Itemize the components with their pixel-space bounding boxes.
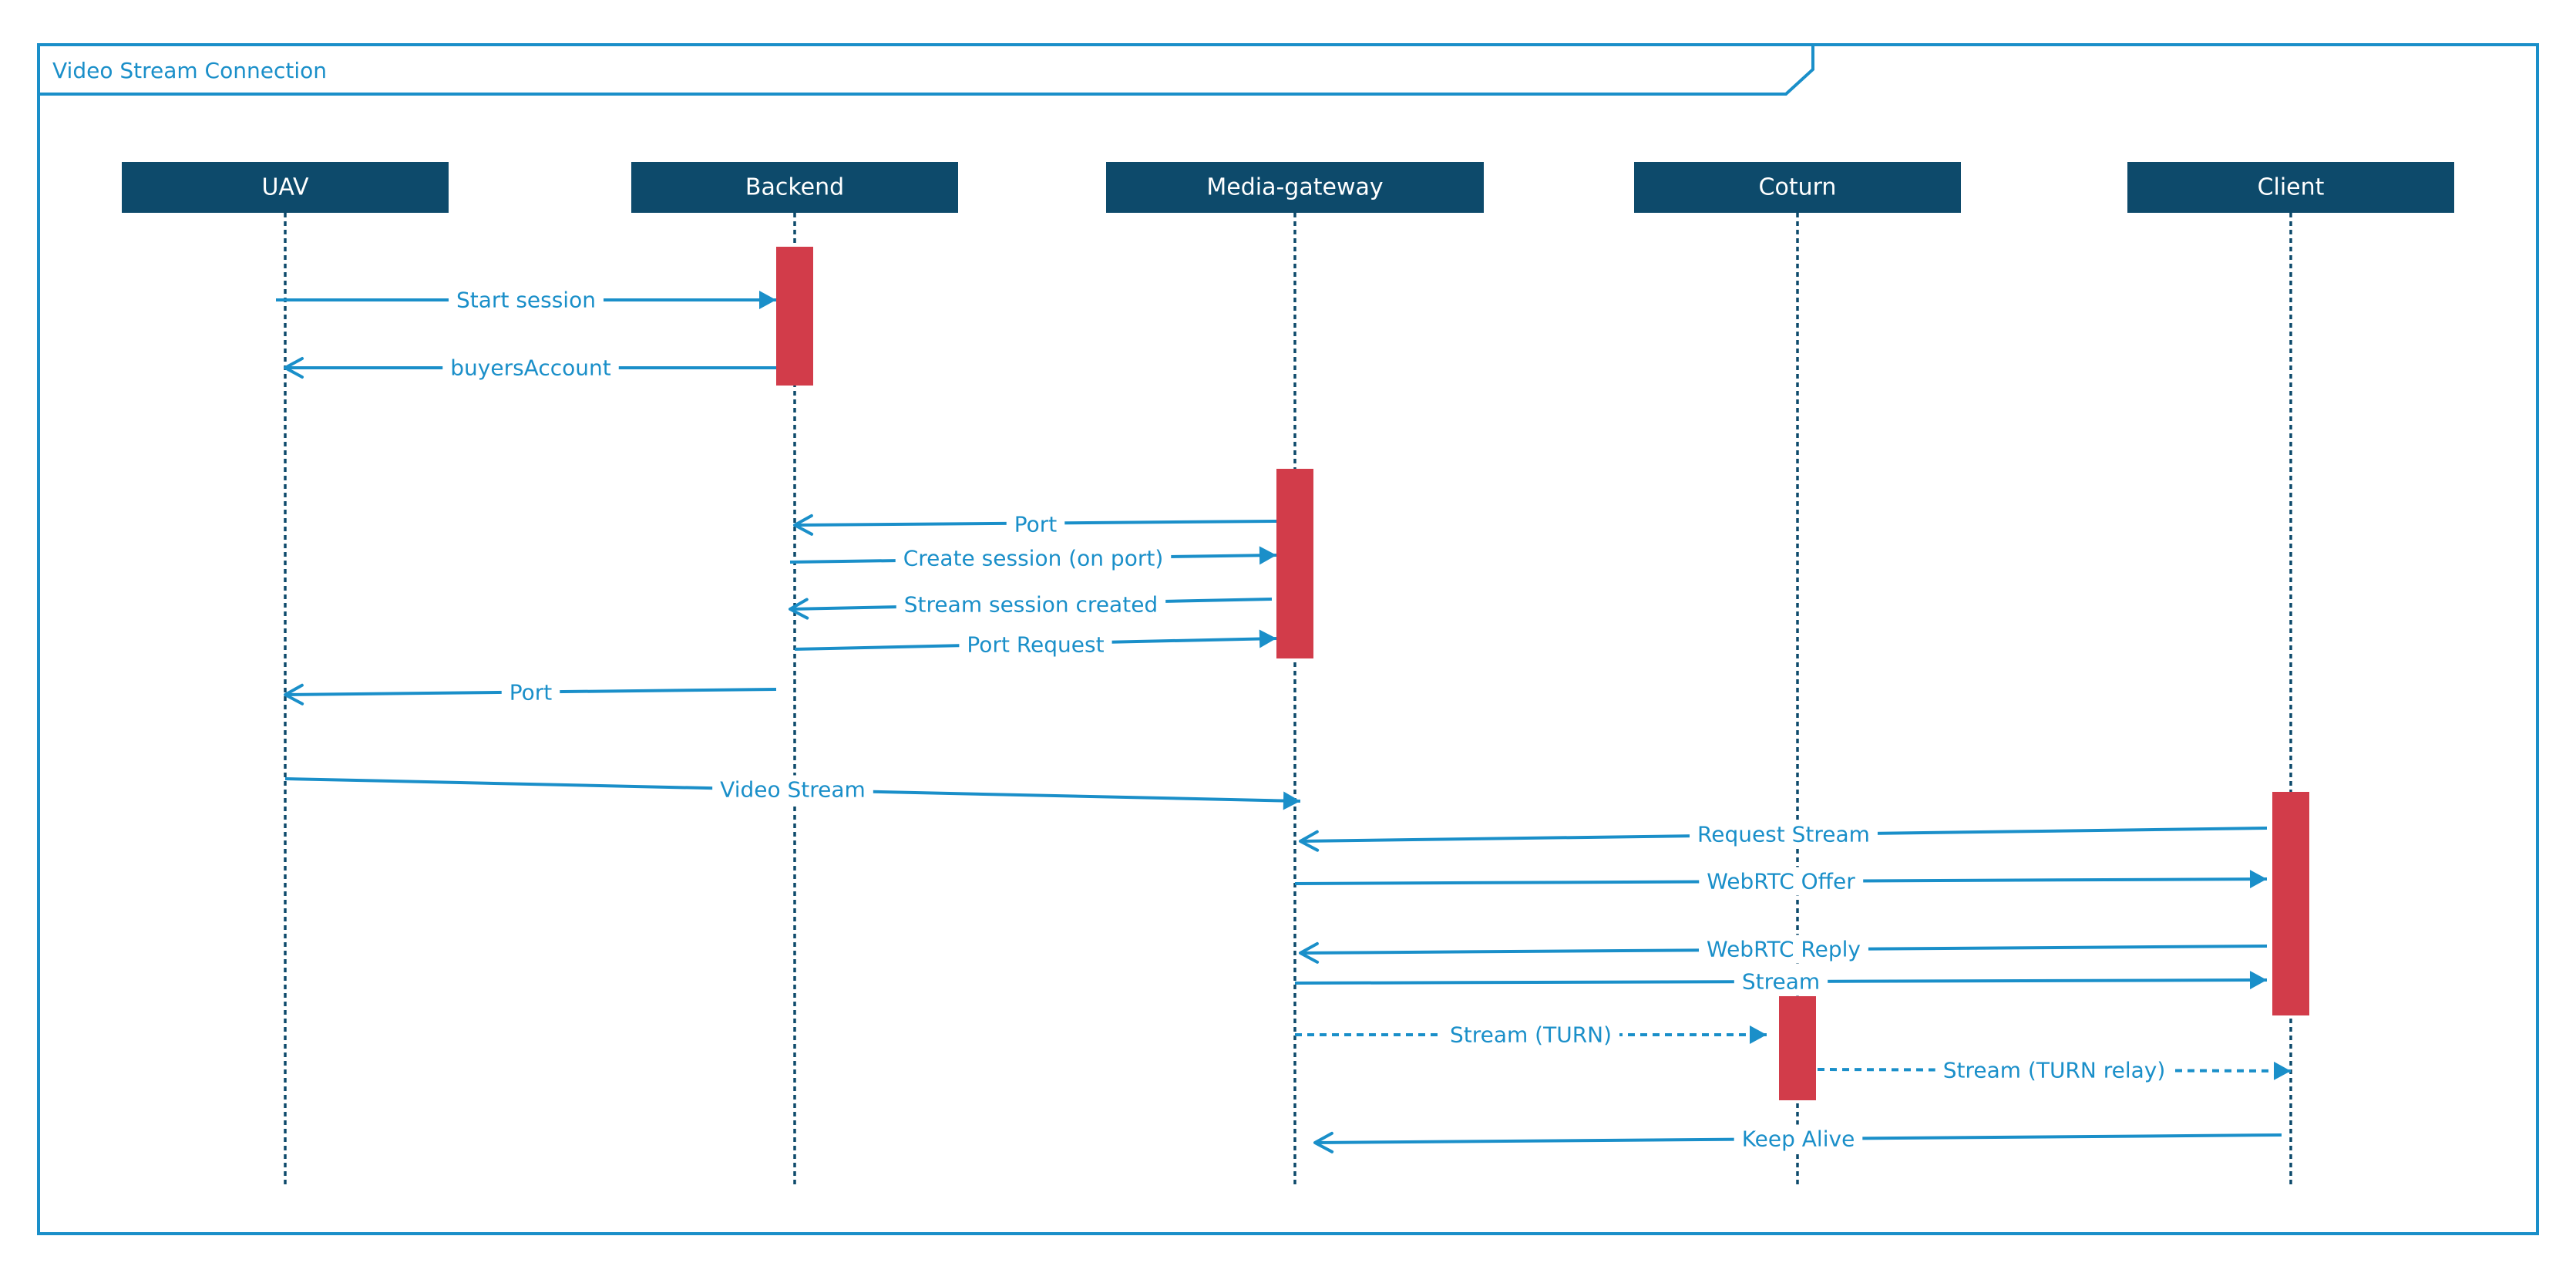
message-label-background [1734, 1124, 1863, 1153]
message-arrowhead [1750, 1025, 1767, 1044]
message-label: Stream (TURN) [1450, 1022, 1612, 1048]
actor-label-uav: UAV [261, 174, 309, 201]
message-label: Stream session created [904, 592, 1158, 618]
actor-label-client: Client [2258, 174, 2325, 201]
message-label-background [959, 630, 1112, 659]
activation-bar-client [2272, 792, 2309, 1015]
message-label: Stream [1742, 969, 1820, 995]
message-5: Port Request [794, 629, 1277, 659]
message-label-background [712, 775, 873, 804]
diagram-frame [37, 43, 2539, 1235]
message-13: Stream (TURN relay) [1817, 1056, 2292, 1085]
activation-bar-coturn [1779, 996, 1816, 1100]
message-arrowhead [1299, 830, 1320, 852]
activation-bar-backend [776, 247, 813, 386]
message-2: Port [793, 510, 1277, 539]
message-label: Stream (TURN relay) [1943, 1058, 2166, 1083]
actor-label-backend: Backend [745, 174, 844, 201]
actor-box-uav [122, 162, 449, 213]
message-arrowhead [2249, 870, 2267, 889]
message-label-background [449, 285, 604, 315]
message-label-background [1690, 820, 1878, 849]
message-label: Video Stream [720, 777, 866, 803]
actor-box-backend [631, 162, 958, 213]
frame-title: Video Stream Connection [52, 58, 327, 83]
message-arrowhead [793, 514, 814, 536]
message-arrowhead [1313, 1131, 1334, 1153]
message-label-background [1935, 1056, 2174, 1085]
message-label: Port Request [967, 632, 1104, 658]
actor-label-coturn: Coturn [1759, 174, 1837, 201]
message-label-background [1006, 510, 1065, 539]
activation-bar-media [1276, 469, 1313, 658]
message-arrowhead [789, 598, 809, 620]
message-arrowhead [1299, 941, 1320, 964]
message-label: WebRTC Reply [1707, 937, 1861, 962]
actors: UAV Backend Media-gateway Coturn Client [122, 162, 2454, 213]
message-8: Request Stream [1299, 820, 2268, 852]
message-9: WebRTC Offer [1294, 867, 2268, 896]
message-arrowhead [2249, 971, 2267, 990]
message-label-background [896, 590, 1166, 619]
message-arrowhead [1259, 629, 1276, 648]
message-label-background [895, 544, 1172, 573]
message-label: Create session (on port) [903, 546, 1164, 571]
message-arrowhead [284, 683, 304, 706]
message-label-background [1699, 867, 1864, 896]
actor-box-media [1106, 162, 1484, 213]
message-arrowhead [284, 357, 304, 379]
message-arrowhead [759, 291, 776, 309]
message-10: WebRTC Reply [1299, 935, 2268, 964]
message-label: WebRTC Offer [1707, 869, 1855, 894]
message-label-background [501, 678, 560, 707]
message-11: Stream [1294, 967, 2268, 996]
message-label: Port [1014, 512, 1058, 537]
message-12: Stream (TURN) [1295, 1020, 1767, 1049]
actor-box-coturn [1634, 162, 1961, 213]
message-label: buyersAccount [450, 355, 610, 381]
message-label-background [442, 353, 619, 382]
message-7: Video Stream [284, 775, 1301, 810]
message-label-background [1734, 967, 1828, 996]
message-label: Keep Alive [1742, 1127, 1855, 1152]
actor-box-client [2127, 162, 2454, 213]
message-label: Request Stream [1697, 822, 1870, 847]
frame-title-tab [39, 45, 1814, 96]
activations [776, 247, 2309, 1100]
message-arrowhead [2273, 1061, 2291, 1080]
message-14: Keep Alive [1313, 1124, 2282, 1153]
message-label-background [1699, 935, 1868, 964]
message-4: Stream session created [789, 590, 1273, 620]
message-3: Create session (on port) [789, 544, 1277, 573]
message-1: buyersAccount [284, 353, 776, 382]
message-6: Port [284, 678, 777, 707]
message-label: Start session [456, 288, 596, 313]
message-label: Port [509, 680, 553, 706]
message-0: Start session [276, 285, 776, 315]
message-arrowhead [1283, 791, 1300, 810]
message-label-background [1441, 1020, 1620, 1049]
actor-label-media: Media-gateway [1206, 174, 1383, 201]
message-arrowhead [1259, 546, 1276, 565]
